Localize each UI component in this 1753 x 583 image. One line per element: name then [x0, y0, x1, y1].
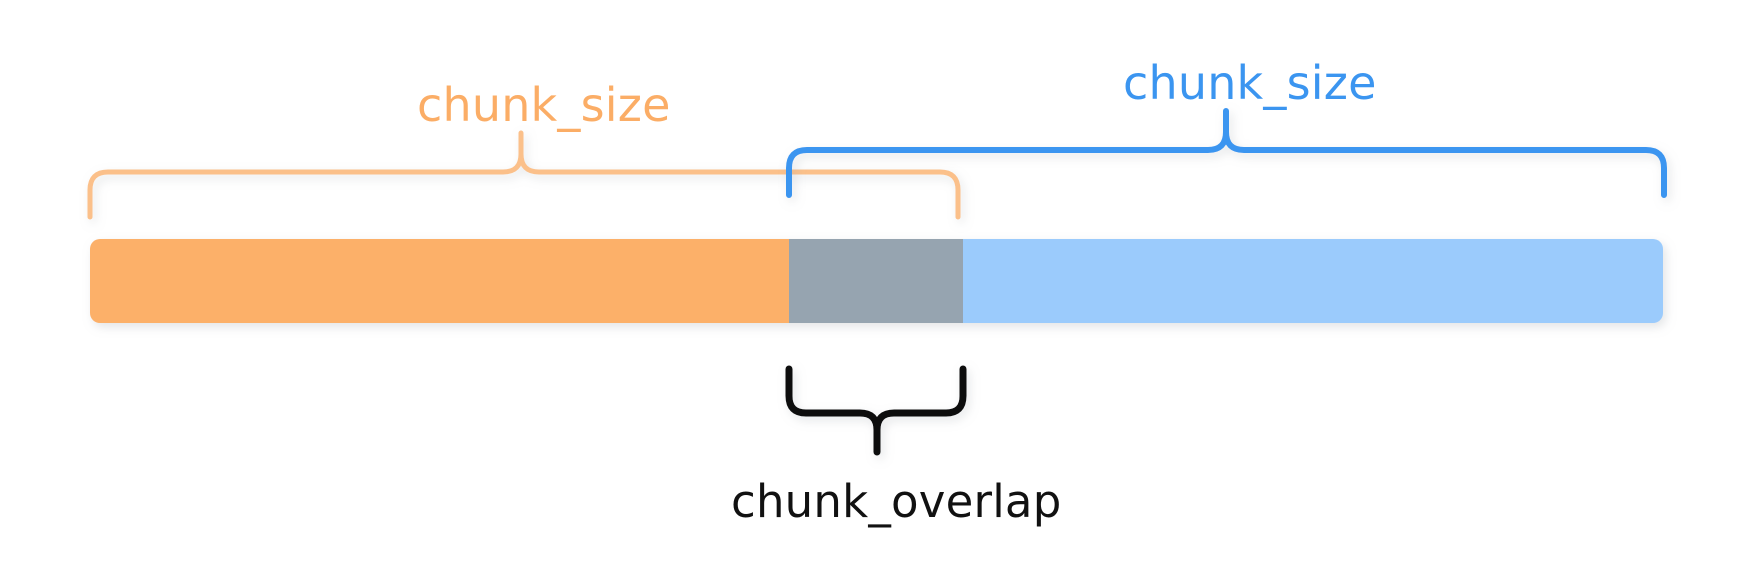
bar-segment-chunk-two — [963, 239, 1663, 323]
chunk-size-left-label: chunk_size — [417, 78, 671, 132]
chunk-bar — [90, 239, 1663, 323]
overlap-highlight-block — [789, 239, 963, 323]
chunk-size-right-label: chunk_size — [1123, 56, 1377, 110]
chunk-size-left-brace — [87, 130, 961, 220]
chunk-overlap-brace — [785, 365, 967, 456]
bar-segment-chunk-one — [90, 239, 789, 323]
chunk-size-right-brace — [786, 108, 1667, 198]
chunk-overlap-label: chunk_overlap — [731, 475, 1062, 528]
